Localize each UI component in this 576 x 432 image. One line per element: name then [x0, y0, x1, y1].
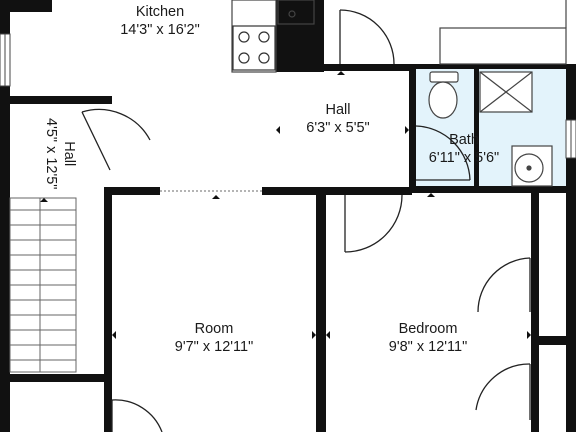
doors — [81, 9, 531, 432]
hall-center-label: Hall 6'3" x 5'5" — [306, 101, 369, 137]
room-name: Room — [194, 321, 234, 337]
hall-center-size: 6'3" x 5'5" — [306, 120, 370, 136]
windows — [0, 33, 576, 159]
kitchen-size: 14'3" x 16'2" — [120, 22, 200, 38]
hall-left-size: 4'5" x 12'5" — [43, 118, 59, 190]
dimension-markers — [40, 71, 531, 339]
bath-label: Bath 6'11" x 5'6" — [429, 131, 499, 167]
closet-shelf — [439, 0, 567, 65]
hall-left-label: Hall 4'5" x 12'5" — [42, 118, 78, 189]
room-size: 9'7" x 12'11" — [174, 339, 254, 355]
hall-left-name: Hall — [61, 141, 77, 167]
bath-name: Bath — [449, 132, 479, 148]
kitchen-label: Kitchen 14'3" x 16'2" — [120, 3, 200, 39]
sink-icon — [511, 145, 553, 187]
kitchen-counter — [231, 0, 315, 73]
stairs — [9, 197, 77, 373]
bedroom-label: Bedroom 9'8" x 12'11" — [389, 320, 467, 356]
bedroom-size: 9'8" x 12'11" — [388, 339, 468, 355]
kitchen-name: Kitchen — [135, 4, 185, 20]
stove-icon — [232, 25, 276, 71]
hall-center-name: Hall — [325, 102, 351, 118]
toilet-icon — [428, 71, 459, 119]
bedroom-name: Bedroom — [398, 321, 458, 337]
room-label: Room 9'7" x 12'11" — [175, 320, 253, 356]
shower-icon — [479, 71, 533, 113]
bath-size: 6'11" x 5'6" — [428, 150, 500, 166]
